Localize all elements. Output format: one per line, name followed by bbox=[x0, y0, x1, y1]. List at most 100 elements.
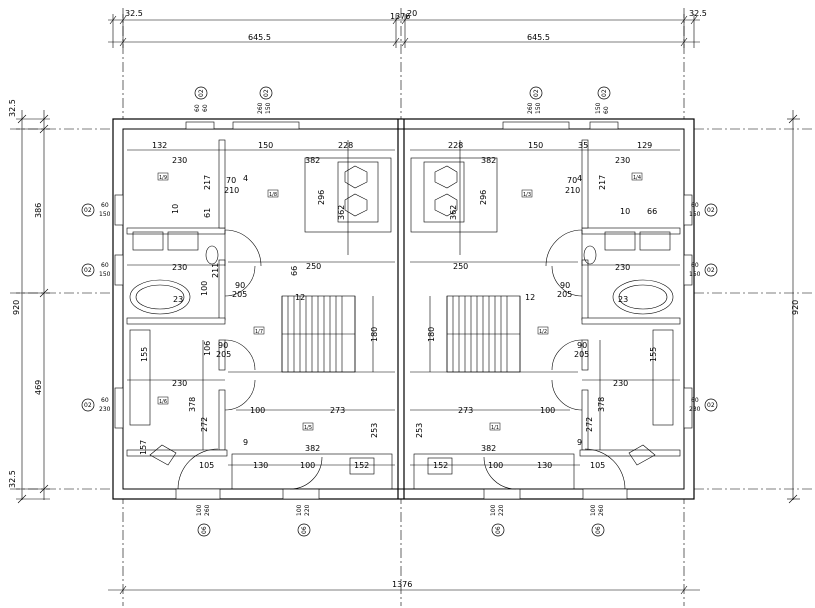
dim-r-382b: 382 bbox=[481, 444, 496, 453]
wtag-top-2-h: 260 bbox=[257, 102, 264, 114]
fixtures bbox=[129, 157, 674, 475]
dtag-bot-4-h: 260 bbox=[598, 504, 605, 516]
dtag-bot-2-w: 100 bbox=[296, 504, 303, 516]
dim-r-217: 217 bbox=[598, 175, 607, 190]
dim-217: 217 bbox=[203, 175, 212, 190]
dim-253: 253 bbox=[370, 423, 379, 438]
dim-66: 66 bbox=[290, 266, 299, 276]
dim-382-top: 382 bbox=[305, 156, 320, 165]
dim-150: 150 bbox=[258, 141, 273, 150]
dim-61: 61 bbox=[203, 208, 212, 218]
wtag-top-4-w: 60 bbox=[603, 106, 610, 114]
dim-r-378: 378 bbox=[597, 397, 606, 412]
dtag-bot-2-h: 220 bbox=[304, 504, 311, 516]
dim-r-155: 155 bbox=[649, 347, 658, 362]
dim-r-250: 250 bbox=[453, 262, 468, 271]
dim-157: 157 bbox=[139, 440, 148, 455]
dim-205-b: 205 bbox=[216, 350, 231, 359]
top-mid-gap: 20 bbox=[407, 9, 417, 18]
bottom-total: 1376 bbox=[392, 580, 412, 589]
wtag-right-3-w: 60 bbox=[691, 397, 699, 404]
dim-r-23: 23 bbox=[618, 295, 628, 304]
dim-273: 273 bbox=[330, 406, 345, 415]
dim-r-90a: 90 bbox=[560, 281, 570, 290]
wtag-left-2-num: 02 bbox=[84, 267, 92, 274]
dim-23: 23 bbox=[173, 295, 183, 304]
dim-230-b: 230 bbox=[172, 263, 187, 272]
room-tag-4: 1/6 bbox=[159, 399, 167, 405]
dim-228: 228 bbox=[338, 141, 353, 150]
wtag-top-3-h: 260 bbox=[527, 102, 534, 114]
dim-100: 100 bbox=[200, 281, 209, 296]
dim-230-c: 230 bbox=[172, 379, 187, 388]
dim-r-100c: 100 bbox=[488, 461, 503, 470]
inner-dims-left: 132 230 150 228 382 296 362 217 70 210 4… bbox=[139, 141, 379, 470]
dtag-bot-2-num: 06 bbox=[301, 526, 308, 534]
left-total: 920 bbox=[12, 300, 21, 315]
window-tags-top: 02 60 60 02 150 260 02 150 260 02 60 150 bbox=[194, 86, 611, 114]
room-labels: 1/9 1/8 1/7 1/6 1/5 1/4 1/3 1/2 1/1 bbox=[157, 172, 643, 431]
dim-155: 155 bbox=[140, 347, 149, 362]
dim-296: 296 bbox=[317, 190, 326, 205]
dtag-bot-3-w: 100 bbox=[490, 504, 497, 516]
dim-4: 4 bbox=[243, 174, 248, 183]
dtag-bot-1-num: 06 bbox=[201, 526, 208, 534]
dim-105: 105 bbox=[199, 461, 214, 470]
dim-106: 106 bbox=[203, 341, 212, 356]
dim-r-230b: 230 bbox=[615, 263, 630, 272]
room-tag-7: 1/3 bbox=[523, 192, 531, 198]
dim-r-12: 12 bbox=[525, 293, 535, 302]
dim-r-105: 105 bbox=[590, 461, 605, 470]
dtag-bot-1-w: 100 bbox=[196, 504, 203, 516]
left-seg-1: 32.5 bbox=[8, 99, 17, 117]
dim-378: 378 bbox=[188, 397, 197, 412]
dim-152: 152 bbox=[354, 461, 369, 470]
dim-r-205b: 205 bbox=[574, 350, 589, 359]
wtag-right-1-num: 02 bbox=[707, 207, 715, 214]
dim-r-230c: 230 bbox=[613, 379, 628, 388]
dim-211: 211 bbox=[211, 263, 220, 278]
left-seg-3: 469 bbox=[34, 380, 43, 395]
dim-r-253: 253 bbox=[415, 423, 424, 438]
dim-180: 180 bbox=[370, 327, 379, 342]
dim-100-c: 100 bbox=[300, 461, 315, 470]
dim-10: 10 bbox=[171, 204, 180, 214]
dim-r-35: 35 bbox=[578, 141, 588, 150]
dim-r-9: 9 bbox=[577, 438, 582, 447]
dtag-bot-4-num: 06 bbox=[595, 526, 602, 534]
top-half-right: 645.5 bbox=[527, 33, 550, 42]
dim-230: 230 bbox=[172, 156, 187, 165]
dtag-bot-4-w: 100 bbox=[590, 504, 597, 516]
inner-dimension-lines bbox=[127, 140, 680, 466]
door-tags-bottom: 06 100 260 06 100 220 06 100 220 06 100 … bbox=[196, 504, 605, 537]
dim-r-66: 66 bbox=[647, 207, 657, 216]
dtag-bot-3-h: 220 bbox=[498, 504, 505, 516]
dim-r-130: 130 bbox=[537, 461, 552, 470]
dtag-bot-1-h: 260 bbox=[204, 504, 211, 516]
dim-r-152: 152 bbox=[433, 461, 448, 470]
dim-70: 70 bbox=[226, 176, 236, 185]
dim-12: 12 bbox=[295, 293, 305, 302]
dim-r-129: 129 bbox=[637, 141, 652, 150]
wtag-top-4-num: 02 bbox=[601, 89, 608, 97]
room-tag-5: 1/5 bbox=[304, 425, 312, 431]
dim-r-228: 228 bbox=[448, 141, 463, 150]
dim-r-70: 70 bbox=[567, 176, 577, 185]
dim-130: 130 bbox=[253, 461, 268, 470]
dim-210: 210 bbox=[224, 186, 239, 195]
dim-r-230: 230 bbox=[615, 156, 630, 165]
wtag-left-3-w: 60 bbox=[101, 397, 109, 404]
dim-132: 132 bbox=[152, 141, 167, 150]
wtag-left-1-w: 60 bbox=[101, 202, 109, 209]
wtag-top-3-num: 02 bbox=[533, 89, 540, 97]
stairs-right bbox=[446, 295, 521, 373]
wtag-top-4-h: 150 bbox=[595, 102, 602, 114]
dim-r-100: 100 bbox=[540, 406, 555, 415]
dim-r-205a: 205 bbox=[557, 290, 572, 299]
dim-9: 9 bbox=[243, 438, 248, 447]
bottom-dimension: 1376 bbox=[108, 580, 700, 595]
dim-382-bot: 382 bbox=[305, 444, 320, 453]
dim-r-272: 272 bbox=[585, 417, 594, 432]
right-dimension: 920 bbox=[787, 110, 800, 504]
